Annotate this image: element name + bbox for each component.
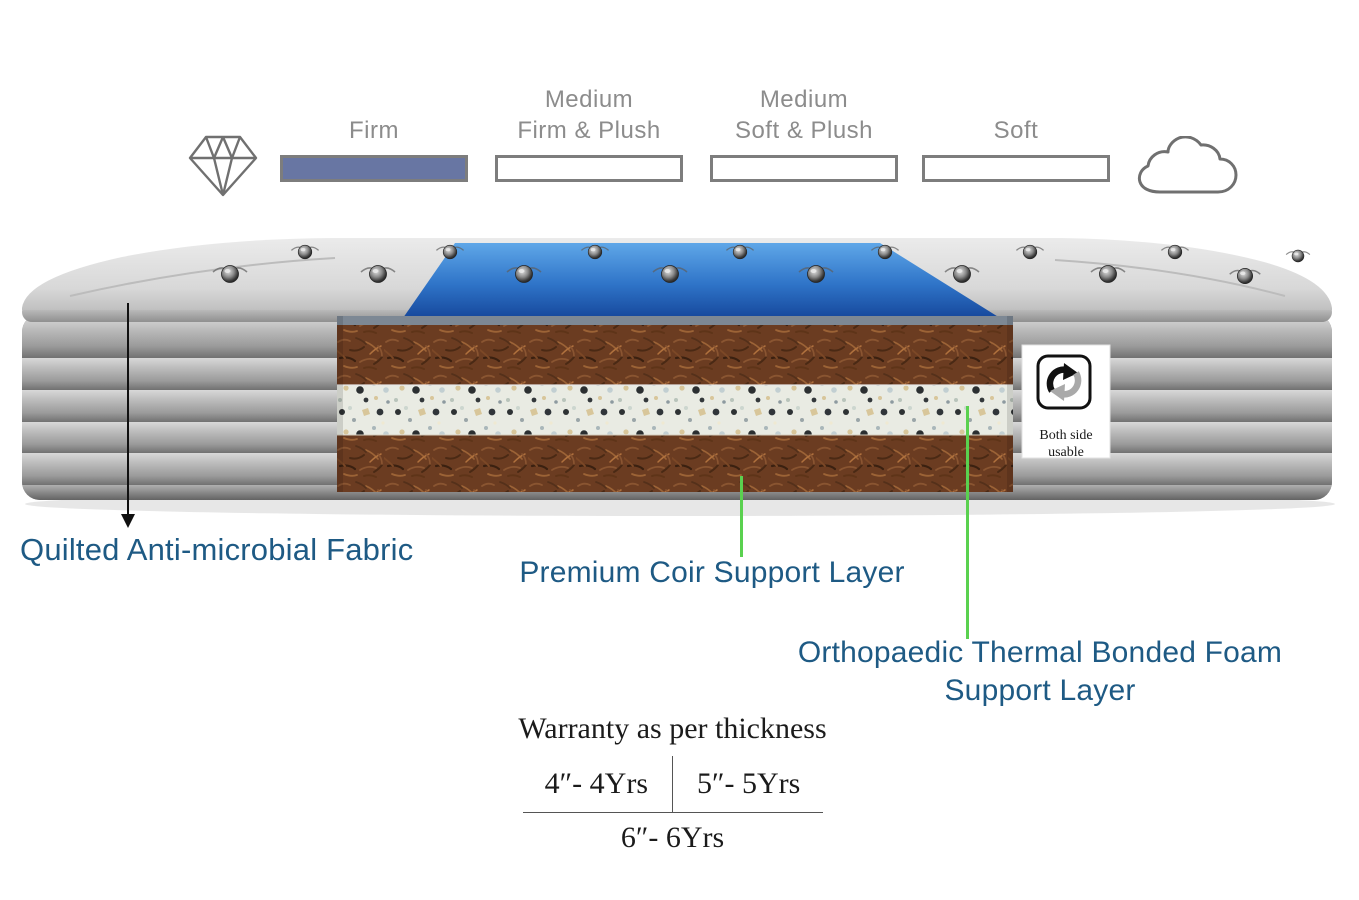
section-top-strip [337,316,1013,325]
fabric-callout-arrow [127,303,129,515]
warranty-4in: 4″- 4Yrs [544,767,648,800]
quilt-seam-lines [69,257,1286,297]
firmness-label: Medium Firm & Plush [517,86,661,144]
firmness-bar-medium-firm [495,155,683,182]
warranty-vertical-divider [672,756,673,812]
mattress-blue-panel [403,243,1000,318]
warranty-title: Warranty as per thickness [518,712,827,745]
badge-text-line1: Both side [1039,428,1092,443]
firmness-option-medium-firm: Medium Firm & Plush [495,78,683,182]
firmness-option-soft: Soft [922,78,1110,182]
coir-label: Premium Coir Support Layer [519,556,905,589]
fabric-callout-arrowhead [121,514,135,528]
diamond-icon [188,135,258,197]
foam-layer [337,385,1013,435]
foam-callout-line [966,406,969,639]
coir-layer-bottom [337,435,1013,492]
badge-text-line2: usable [1048,445,1084,460]
cross-section [337,316,1013,492]
warranty-horizontal-divider [522,812,823,813]
firmness-bar-medium-soft [710,155,898,182]
fabric-label: Quilted Anti-microbial Fabric [20,532,414,567]
firmness-label: Soft [993,117,1039,144]
both-side-usable-badge: Both side usable [1021,344,1111,460]
coir-callout-line [740,476,743,557]
coir-layer-top [337,325,1013,385]
warranty-6in: 6″- 6Yrs [620,821,725,854]
warranty-5in: 5″- 5Yrs [697,767,801,800]
mattress-cross-section-illustration: Both side usable [22,238,1335,516]
foam-label: Orthopaedic Thermal Bonded Foam Support … [797,636,1283,707]
firmness-option-medium-soft: Medium Soft & Plush [710,78,898,182]
warranty-row: 4″- 4Yrs 5″- 5Yrs [470,756,875,812]
cloud-icon [1137,136,1238,194]
firmness-label: Firm [349,117,399,144]
firmness-bar-soft [922,155,1110,182]
firmness-option-firm: Firm [280,78,468,182]
recycle-arrows-icon [1036,354,1092,410]
firmness-bar-firm [280,155,468,182]
firmness-label: Medium Soft & Plush [734,86,874,144]
warranty-section: Warranty as per thickness 4″- 4Yrs 5″- 5… [470,712,875,855]
